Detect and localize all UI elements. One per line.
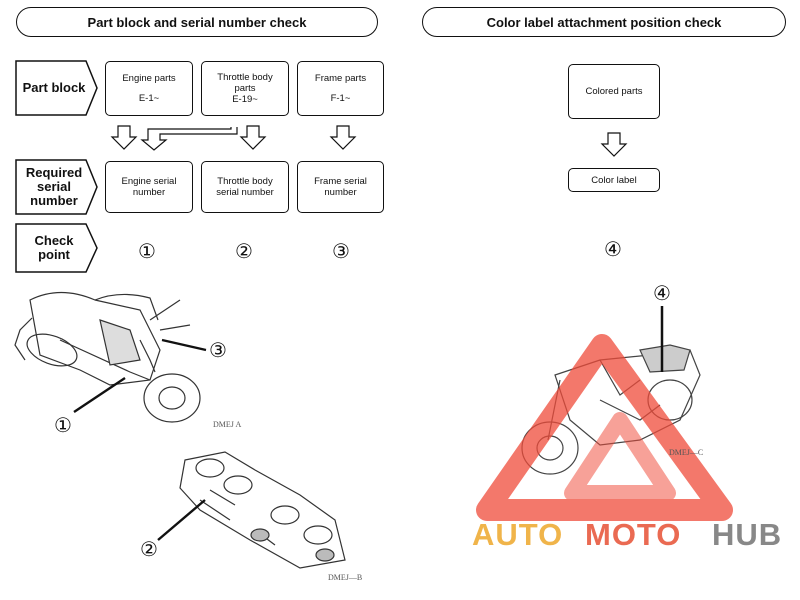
engine-serial-line2: number: [132, 187, 166, 198]
engine-serial-line1: Engine serial: [121, 176, 177, 187]
right-section-title: Color label attachment position check: [486, 14, 722, 30]
check-point-2: ②: [235, 241, 253, 263]
throttle-body-illustration: [179, 451, 346, 569]
throttle-serial-box: Throttle body serial number: [201, 161, 289, 213]
motorcycle-a-illustration: [14, 291, 201, 423]
check-point-label: Check point: [16, 234, 92, 262]
frame-serial-line2: number: [324, 187, 357, 198]
callout-2: ②: [140, 539, 158, 561]
arrow-throttle-down: [239, 125, 267, 150]
colored-parts-box: Colored parts: [568, 64, 660, 119]
image-code-c: DMEJ—C: [669, 448, 704, 457]
check-point-3: ③: [332, 241, 350, 263]
right-section-header: Color label attachment position check: [422, 7, 786, 37]
frame-serial-line1: Frame serial: [314, 176, 367, 187]
callout-3: ③: [209, 340, 227, 362]
watermark-hub: HUB: [712, 517, 783, 552]
watermark-text: AUTO MOTO HUB: [472, 517, 792, 555]
callout-line-3: [161, 338, 207, 352]
required-label-line3: number: [30, 193, 78, 208]
frame-parts-name: Frame parts: [314, 73, 367, 84]
callout-line-1: [73, 377, 126, 413]
image-code-a: DMEJ A: [213, 420, 242, 429]
color-label-text: Color label: [591, 174, 637, 186]
part-block-label: Part block: [16, 81, 92, 95]
check-point-line1: Check: [34, 233, 74, 248]
check-point-line2: point: [38, 247, 70, 262]
required-tag-shape: [15, 159, 98, 215]
colored-parts-text: Colored parts: [585, 86, 643, 97]
image-code-b: DMEJ—B: [328, 573, 363, 582]
engine-parts-name: Engine parts: [122, 73, 176, 84]
callout-line-2: [157, 499, 206, 541]
watermark-auto: AUTO: [472, 517, 564, 552]
left-section-header: Part block and serial number check: [16, 7, 378, 37]
throttle-body-parts-box: Throttle body parts E-19~: [201, 61, 289, 116]
callout-4: ④: [653, 283, 671, 305]
throttle-parts-code: E-19~: [232, 94, 258, 105]
part-block-label-text: Part block: [22, 80, 86, 95]
frame-serial-box: Frame serial number: [297, 161, 384, 213]
frame-parts-code: F-1~: [330, 93, 351, 104]
throttle-serial-line2: serial number: [216, 187, 274, 198]
required-serial-number-label: Required serial number: [16, 166, 92, 208]
throttle-parts-name-1: Throttle body: [217, 72, 273, 83]
required-label-line2: serial: [37, 179, 71, 194]
throttle-serial-line1: Throttle body: [217, 176, 273, 187]
part-block-tag-shape: [15, 60, 98, 116]
left-section-title: Part block and serial number check: [87, 14, 307, 30]
arrow-colored-down: [600, 132, 628, 157]
watermark-moto: MOTO: [585, 517, 682, 552]
check-point-tag-shape: [15, 223, 98, 273]
frame-parts-box: Frame parts F-1~: [297, 61, 384, 116]
callout-1: ①: [54, 415, 72, 437]
watermark-triangle: [476, 334, 733, 521]
check-point-4: ④: [604, 239, 622, 261]
engine-serial-box: Engine serial number: [105, 161, 193, 213]
throttle-parts-name-2: parts: [234, 83, 256, 94]
arrow-throttle-branch: [140, 127, 238, 151]
check-point-1: ①: [138, 241, 156, 263]
arrow-frame-down: [329, 125, 357, 150]
arrow-engine-down: [110, 125, 138, 150]
engine-parts-box: Engine parts E-1~: [105, 61, 193, 116]
required-label-line1: Required: [25, 165, 83, 180]
engine-parts-code: E-1~: [138, 93, 160, 104]
color-label-box: Color label: [568, 168, 660, 192]
